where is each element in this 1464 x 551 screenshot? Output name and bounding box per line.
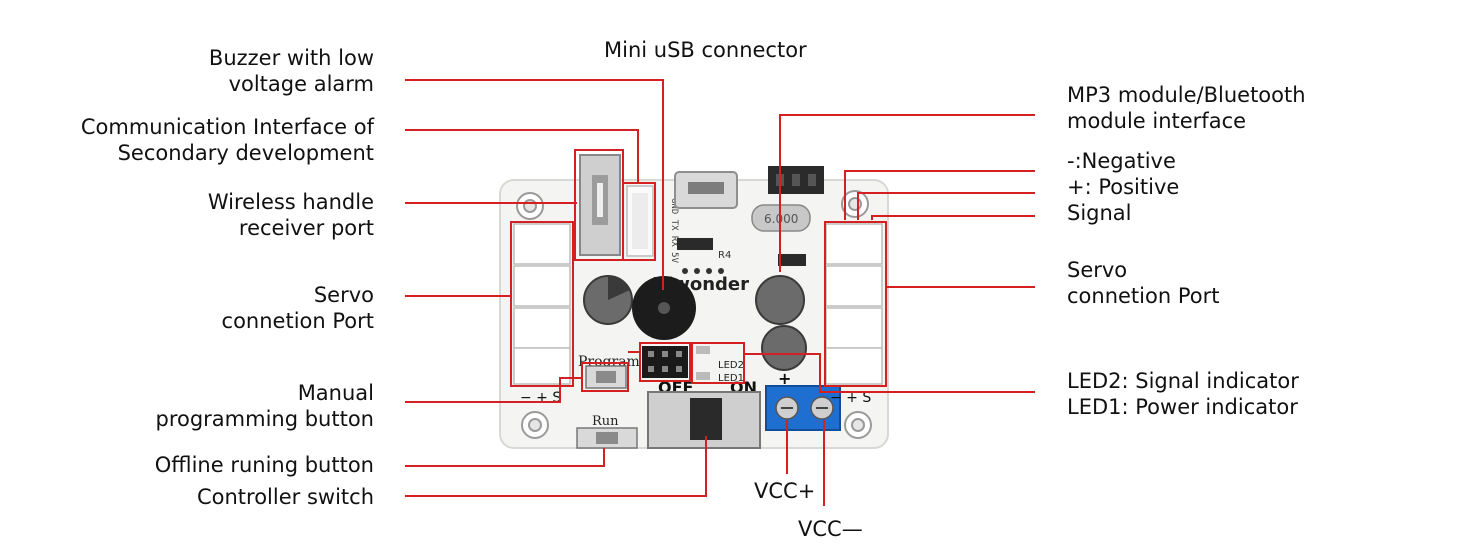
wireless-label-line2: receiver port [238,216,374,240]
led1-label-text: LED1: Power indicator [1067,395,1298,419]
wireless-receiver-port [579,154,621,256]
buzzer [632,276,696,340]
program-header [642,346,688,378]
manual-button-graphic [585,365,627,389]
svg-text:+: + [778,369,791,388]
rx-label: GND TX RX 5V [669,198,679,264]
mount-holes [516,190,872,439]
positive-label-text: +: Positive [1067,175,1180,199]
manual-label: Manual programming button [155,380,374,432]
vcc-plus-text: VCC+ [754,479,816,503]
buzzer-label-line2: voltage alarm [228,72,374,96]
vcc-minus-label: VCC— [798,516,863,542]
manual-label-line2: programming button [155,407,374,431]
buzzer-label-line1: Buzzer with low [208,46,374,70]
comm-header: GND TX RX 5V [626,185,679,264]
highlight-boxes [510,149,887,392]
signal-label-text: Signal [1067,201,1132,225]
buzzer-label: Buzzer with low voltage alarm [209,45,374,97]
servo-right-label: Servo connetion Port [1067,257,1219,309]
negative-label: -:Negative [1067,148,1176,174]
offline-label: Offline runing button [155,452,374,478]
power-switch [647,391,761,449]
mp3-label-line1: MP3 module/Bluetooth [1067,83,1306,107]
crystal-label: 6.000 [764,212,798,226]
usb-label-text: Mini uSB connector [604,38,807,62]
pin-right-label: − + S [830,390,871,406]
offline-label-text: Offline runing button [154,453,374,477]
servo-left-label-line2: connetion Port [221,309,374,333]
wireless-label: Wireless handle receiver port [208,189,374,241]
led-label: LED2: Signal indicator LED1: Power indic… [1067,368,1299,420]
servo-right-label-line2: connetion Port [1067,284,1220,308]
run-label: Run [592,414,619,429]
r4-label: R4 [718,250,731,261]
controller-label-text: Controller switch [196,485,374,509]
comm-label-line2: Secondary development [117,141,374,165]
controller-label: Controller switch [197,484,374,510]
capacitor-right-bottom [761,325,807,371]
wireless-label-line1: Wireless handle [207,190,374,214]
servo-right-ports [825,223,883,385]
usb-label: Mini uSB connector [604,37,807,63]
leader-lines [405,79,1035,506]
run-button-graphic [576,427,638,449]
servo-left-label-line1: Servo [313,283,374,307]
vcc-plus-label: VCC+ [754,478,815,504]
manual-label-line1: Manual [297,381,374,405]
servo-right-label-line1: Servo [1067,258,1128,282]
servo-left-ports [513,223,571,385]
led1-board: LED1 [718,373,744,384]
pin-left-label: − + S [520,390,561,406]
led2-label-text: LED2: Signal indicator [1067,369,1299,393]
capacitor-right-top [755,275,805,325]
positive-label: +: Positive [1067,174,1179,200]
mini-usb [674,171,738,209]
signal-label: Signal [1067,200,1132,226]
terminal-block [765,385,841,431]
comm-label: Communication Interface of Secondary dev… [81,114,374,166]
servo-left-label: Servo connetion Port [222,282,374,334]
capacitor-left [583,275,633,325]
led2-board: LED2 [718,360,744,371]
vcc-minus-text: VCC— [798,517,863,541]
negative-label-text: -:Negative [1067,149,1176,173]
comm-label-line1: Communication Interface of [80,115,374,139]
mp3-label-line2: module interface [1067,109,1247,133]
mp3-label: MP3 module/Bluetooth module interface [1067,82,1306,134]
